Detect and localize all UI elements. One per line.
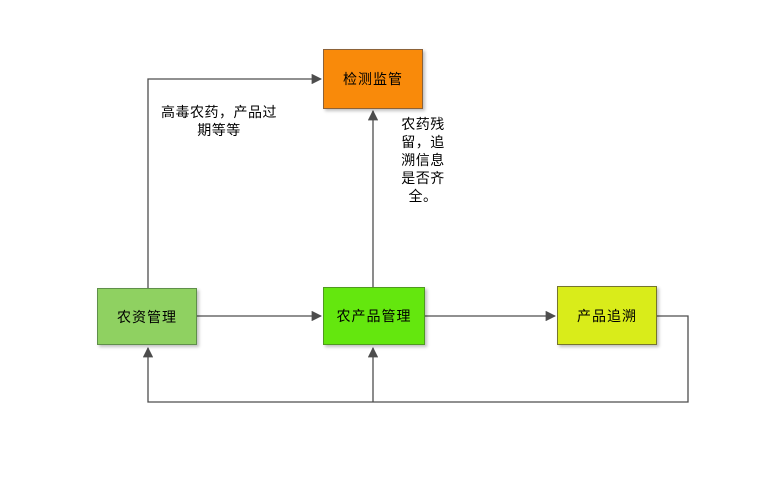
- node-inspection-supervision: 检测监管: [323, 49, 423, 109]
- note-toxic-pesticides: 高毒农药，产品过 期等等: [161, 105, 277, 139]
- node-label: 产品追溯: [577, 308, 637, 325]
- node-label: 农产品管理: [336, 309, 412, 325]
- node-agri-materials-management: 农资管理: [97, 288, 197, 345]
- edge-trace-to-materials: [142, 315, 689, 403]
- node-product-traceability: 产品追溯: [557, 286, 657, 345]
- node-label: 检测监管: [343, 72, 403, 88]
- node-label: 农资管理: [117, 309, 177, 326]
- node-agri-products-management: 农产品管理: [323, 287, 425, 345]
- edge-materials-to-inspection: [147, 73, 323, 288]
- note-pesticide-residue: 农药残 留，追 溯信息 是否齐 全。: [401, 117, 445, 205]
- edges: [142, 73, 689, 403]
